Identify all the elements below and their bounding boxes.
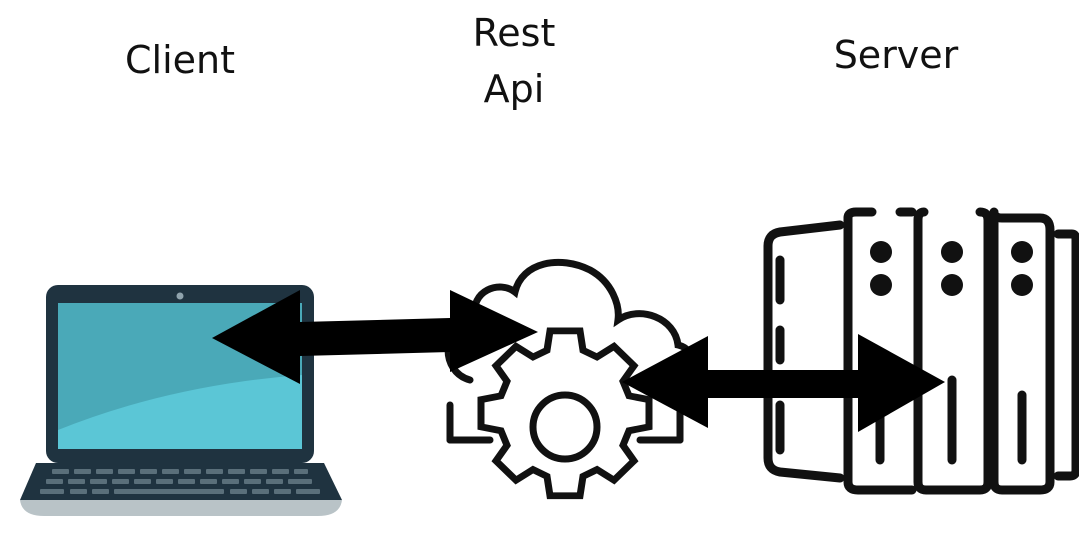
server-unit-3: [989, 207, 1055, 495]
client-label: Client: [124, 38, 235, 82]
client-api-double-arrow: [212, 290, 538, 384]
api-label: Api: [483, 67, 545, 111]
server-unit-2: [913, 207, 993, 495]
keyboard-keys: [40, 469, 320, 494]
server-unit-1: [843, 213, 917, 495]
server-label: Server: [833, 33, 959, 77]
gear-icon: [477, 327, 653, 500]
laptop-base: [20, 500, 342, 516]
server-side-panel: [763, 220, 845, 483]
server-rack-icon: [763, 207, 1079, 495]
rest-label: Rest: [472, 11, 556, 55]
api-server-double-arrow: [622, 334, 945, 432]
server-leds: [870, 241, 1033, 296]
webcam-icon: [176, 292, 184, 300]
